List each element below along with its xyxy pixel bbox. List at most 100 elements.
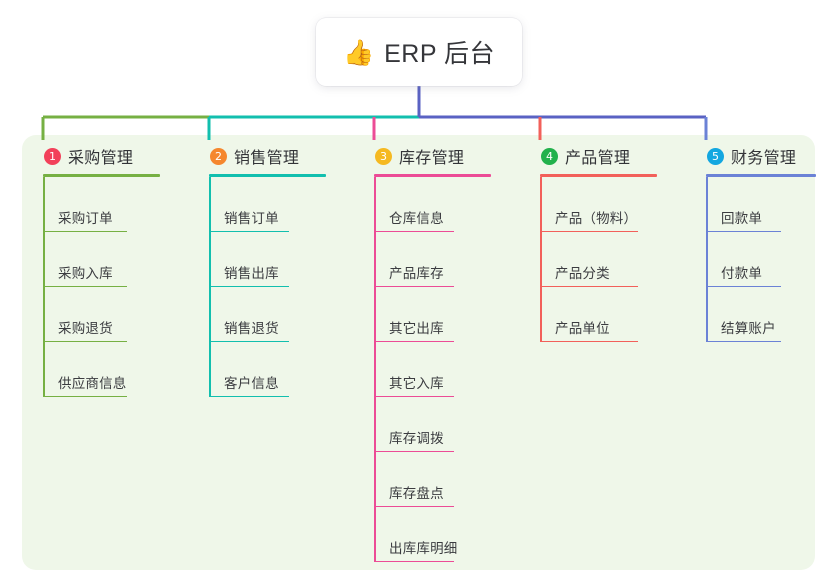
leaf-rule [706, 230, 781, 232]
branch-column: 2 销售管理销售订单销售出库销售退货客户信息 [196, 144, 326, 397]
leaf-node[interactable]: 回款单 [693, 177, 813, 232]
leaf-list: 销售订单销售出库销售退货客户信息 [196, 177, 324, 397]
branch-title: 产品管理 [565, 150, 631, 167]
branch-column: 1 采购管理采购订单采购入库采购退货供应商信息 [30, 144, 160, 397]
branch-index-badge: 1 [44, 147, 61, 165]
leaf-label: 付款单 [721, 266, 763, 281]
leaf-label: 出库库明细 [389, 541, 458, 556]
leaf-rule [43, 340, 127, 342]
leaf-node[interactable]: 产品单位 [527, 287, 655, 342]
leaf-node[interactable]: 供应商信息 [30, 342, 158, 397]
branch-header-rule [209, 174, 326, 177]
leaf-rule [43, 230, 127, 232]
leaf-node[interactable]: 客户信息 [196, 342, 324, 397]
leaf-list: 采购订单采购入库采购退货供应商信息 [30, 177, 158, 397]
leaf-node[interactable]: 产品（物料） [527, 177, 655, 232]
leaf-rule [374, 395, 454, 397]
branch-index-badge: 2 [210, 147, 227, 165]
leaf-node[interactable]: 销售退货 [196, 287, 324, 342]
leaf-rule [374, 505, 454, 507]
leaf-label: 仓库信息 [389, 211, 444, 226]
branch-header-rule [540, 174, 657, 177]
leaf-rule [374, 560, 454, 562]
leaf-node[interactable]: 库存盘点 [361, 452, 489, 507]
leaf-rule [374, 285, 454, 287]
leaf-label: 采购入库 [58, 266, 113, 281]
leaf-rule [540, 340, 638, 342]
branch-header-rule [43, 174, 160, 177]
leaf-node[interactable]: 结算账户 [693, 287, 813, 342]
leaf-node[interactable]: 产品库存 [361, 232, 489, 287]
leaf-node[interactable]: 销售订单 [196, 177, 324, 232]
leaf-rule [43, 285, 127, 287]
branch-title: 销售管理 [234, 150, 300, 167]
leaf-node[interactable]: 其它入库 [361, 342, 489, 397]
leaf-node[interactable]: 仓库信息 [361, 177, 489, 232]
leaf-node[interactable]: 采购退货 [30, 287, 158, 342]
leaf-node[interactable]: 产品分类 [527, 232, 655, 287]
leaf-label: 销售退货 [224, 321, 279, 336]
thumbs-up-icon: 👍 [342, 38, 375, 67]
leaf-rule [374, 340, 454, 342]
leaf-rule [540, 285, 638, 287]
leaf-label: 其它出库 [389, 321, 444, 336]
leaf-label: 产品（物料） [555, 211, 638, 226]
branches-panel [22, 135, 815, 570]
branch-header-rule [374, 174, 491, 177]
leaf-rule [209, 230, 289, 232]
leaf-label: 库存盘点 [389, 486, 444, 501]
leaf-node[interactable]: 采购入库 [30, 232, 158, 287]
leaf-rule [43, 395, 127, 397]
leaf-label: 结算账户 [721, 321, 776, 336]
leaf-node[interactable]: 销售出库 [196, 232, 324, 287]
leaf-label: 其它入库 [389, 376, 444, 391]
leaf-list: 产品（物料） 产品分类产品单位 [527, 177, 655, 342]
leaf-node[interactable]: 其它出库 [361, 287, 489, 342]
leaf-label: 回款单 [721, 211, 763, 226]
root-node[interactable]: 👍 ERP 后台 [316, 18, 522, 86]
leaf-node[interactable]: 采购订单 [30, 177, 158, 232]
branch-header[interactable]: 4 产品管理 [527, 144, 655, 168]
root-title: ERP 后台 [384, 40, 496, 68]
branch-header[interactable]: 5 财务管理 [693, 144, 813, 168]
leaf-label: 产品库存 [389, 266, 444, 281]
leaf-node[interactable]: 出库库明细 [361, 507, 489, 562]
branch-spine [706, 177, 708, 342]
leaf-node[interactable]: 付款单 [693, 232, 813, 287]
leaf-label: 客户信息 [224, 376, 279, 391]
leaf-rule [209, 395, 289, 397]
leaf-rule [209, 340, 289, 342]
branch-index-badge: 3 [375, 147, 392, 165]
branch-header[interactable]: 1 采购管理 [30, 144, 158, 168]
branch-index-badge: 4 [541, 147, 558, 165]
branch-index-badge: 5 [707, 147, 724, 165]
leaf-rule [374, 230, 454, 232]
leaf-label: 供应商信息 [58, 376, 127, 391]
branch-column: 5 财务管理回款单付款单结算账户 [693, 144, 816, 342]
leaf-label: 销售出库 [224, 266, 279, 281]
leaf-rule [540, 230, 638, 232]
branch-header[interactable]: 2 销售管理 [196, 144, 324, 168]
leaf-node[interactable]: 库存调拨 [361, 397, 489, 452]
leaf-label: 采购订单 [58, 211, 113, 226]
leaf-rule [374, 450, 454, 452]
leaf-label: 产品单位 [555, 321, 610, 336]
leaf-label: 采购退货 [58, 321, 113, 336]
leaf-list: 回款单付款单结算账户 [693, 177, 813, 342]
leaf-list: 仓库信息产品库存其它出库其它入库库存调拨库存盘点出库库明细 [361, 177, 489, 562]
branch-title: 财务管理 [731, 150, 797, 167]
leaf-rule [706, 285, 781, 287]
leaf-rule [209, 285, 289, 287]
branch-spine [43, 177, 45, 397]
branch-column: 4 产品管理产品（物料） 产品分类产品单位 [527, 144, 657, 342]
branch-title: 采购管理 [68, 150, 134, 167]
leaf-label: 销售订单 [224, 211, 279, 226]
branch-spine [540, 177, 542, 342]
leaf-label: 产品分类 [555, 266, 610, 281]
branch-header-rule [706, 174, 816, 177]
leaf-label: 库存调拨 [389, 431, 444, 446]
leaf-rule [706, 340, 781, 342]
